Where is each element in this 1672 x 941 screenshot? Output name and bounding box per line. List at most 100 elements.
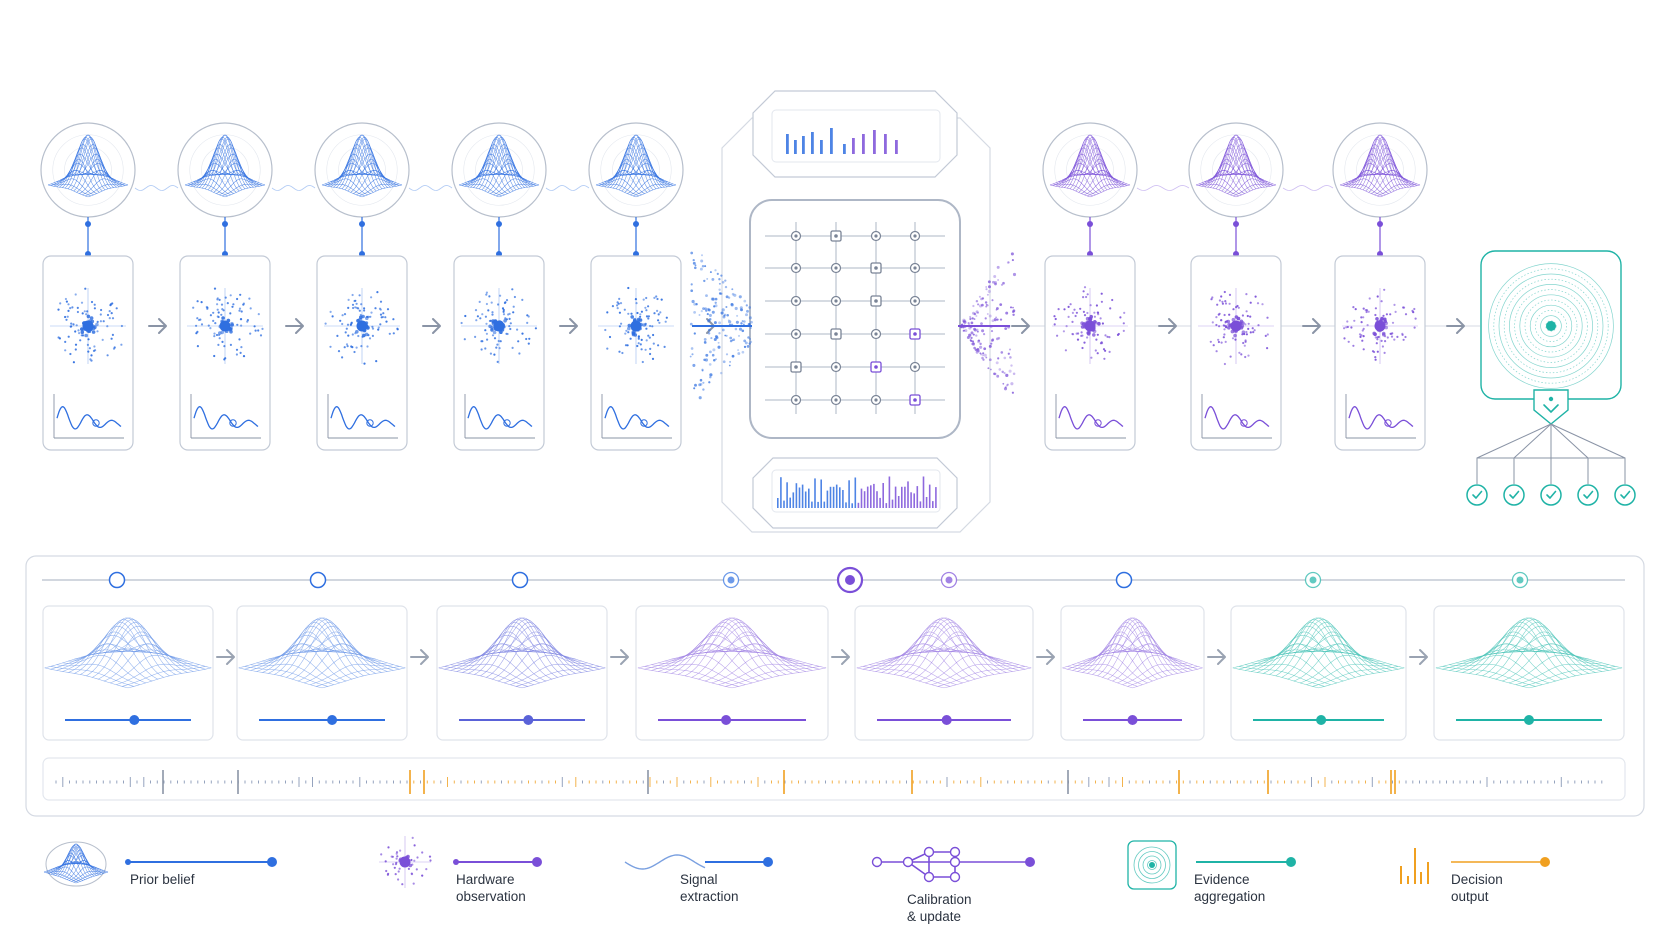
stream-particle: [991, 338, 995, 341]
arrow-icon: [1207, 649, 1226, 665]
scatter-dot: [101, 338, 104, 341]
mesh-line: [691, 622, 786, 678]
scatter-dot: [491, 313, 494, 316]
scatter-dot: [209, 314, 212, 317]
scatter-dot: [347, 306, 350, 309]
scatter-dot: [192, 306, 195, 309]
scatter-dot: [257, 329, 260, 332]
mesh-line: [1117, 654, 1188, 684]
scatter-dot: [642, 298, 645, 301]
distribution-mesh: [44, 617, 212, 689]
grid-node-core: [794, 365, 798, 369]
scatter-dot: [1097, 321, 1101, 326]
timeline-marker-dot: [727, 576, 735, 584]
scatter-dot: [212, 319, 215, 322]
legend-label-calibration: Calibration & update: [907, 891, 972, 925]
timeline-panel-7: [1230, 605, 1407, 741]
decision-shield-icon: [1533, 389, 1569, 425]
stream-particle: [1011, 391, 1014, 394]
scatter-dot: [86, 314, 91, 319]
mesh-line: [612, 138, 654, 190]
spectrum-bar: [811, 501, 813, 508]
belief-circle: [40, 122, 136, 218]
scatter-dot: [1069, 303, 1072, 306]
legend-text: Evidence: [1194, 872, 1250, 887]
scatter-dot: [606, 347, 609, 350]
wave-line: [1348, 406, 1414, 430]
stream-particle: [975, 334, 978, 337]
spectrum-bar: [798, 487, 801, 508]
scatter-dot: [416, 856, 419, 859]
stream-particle: [694, 383, 697, 387]
scatter-dot: [656, 297, 659, 301]
scatter-dot: [620, 322, 623, 325]
belief-link: [134, 185, 179, 191]
mesh-line: [68, 866, 102, 881]
scatter-dot: [64, 349, 67, 352]
grid-node-core: [874, 299, 878, 303]
spectrum-bar: [783, 500, 785, 508]
scatter-dot: [1393, 303, 1396, 306]
mesh-line: [635, 184, 677, 198]
scatter-dot: [504, 317, 507, 320]
stream-particle: [731, 292, 735, 296]
scatter-dot: [663, 345, 666, 348]
scatter-dot: [76, 306, 79, 309]
scatter-dot: [664, 320, 667, 323]
grid-node-core: [913, 332, 917, 336]
spectrum-bar: [862, 134, 865, 154]
mesh-line: [52, 855, 86, 876]
mesh-line: [62, 147, 103, 192]
scatter-dot: [1090, 356, 1093, 359]
mesh-line: [1069, 134, 1111, 189]
belief-mesh: [595, 134, 677, 198]
scatter-dot: [1082, 290, 1085, 293]
spectrum-bar: [891, 499, 894, 508]
scatter-dot: [102, 320, 105, 323]
spectrum-bar: [925, 497, 928, 508]
stream-particle: [698, 383, 702, 387]
stream-particle: [708, 363, 712, 366]
stream-particle: [718, 332, 721, 335]
mesh-line: [1508, 654, 1603, 684]
scatter-dot: [637, 337, 640, 340]
scatter-dot: [357, 334, 360, 338]
evidence-ring: [1545, 320, 1557, 332]
mesh-line: [481, 138, 523, 190]
mesh-line: [1102, 622, 1173, 678]
mesh-line: [468, 631, 552, 680]
scatter-dot: [489, 352, 492, 355]
scatter-dot: [385, 320, 388, 323]
stream-particle: [1006, 383, 1009, 386]
signal-wave: [464, 394, 535, 439]
scatter-dot: [1082, 296, 1085, 299]
belief-mesh: [47, 134, 129, 198]
scatter-dot: [493, 353, 496, 356]
stream-particle: [710, 337, 713, 340]
scatter-dot: [1374, 307, 1377, 310]
mesh-line: [1227, 169, 1268, 194]
mesh-line: [238, 667, 323, 689]
spectrum-bar: [919, 501, 922, 508]
scatter-dot: [72, 361, 75, 364]
polar-ring: [64, 146, 112, 194]
distribution-mesh: [1062, 617, 1203, 689]
scatter-dot: [108, 317, 111, 320]
scatter-dot: [640, 310, 644, 313]
scatter-dot: [1097, 313, 1100, 316]
evidence-output: [1466, 250, 1636, 506]
mesh-line: [1287, 631, 1374, 680]
mesh-line: [210, 147, 251, 192]
mesh-line: [60, 843, 93, 878]
scatter-dot: [616, 307, 619, 310]
stream-particle: [733, 293, 737, 297]
scatter-dot: [626, 344, 629, 347]
stream-particle: [725, 295, 729, 299]
scatter-dot: [66, 315, 69, 318]
scatter-dot: [659, 311, 662, 314]
wave-marker: [1240, 419, 1248, 427]
evidence-ring: [1514, 289, 1588, 363]
stream-particle: [746, 344, 750, 348]
scatter-dot: [1080, 325, 1085, 329]
mesh-line: [894, 622, 982, 678]
